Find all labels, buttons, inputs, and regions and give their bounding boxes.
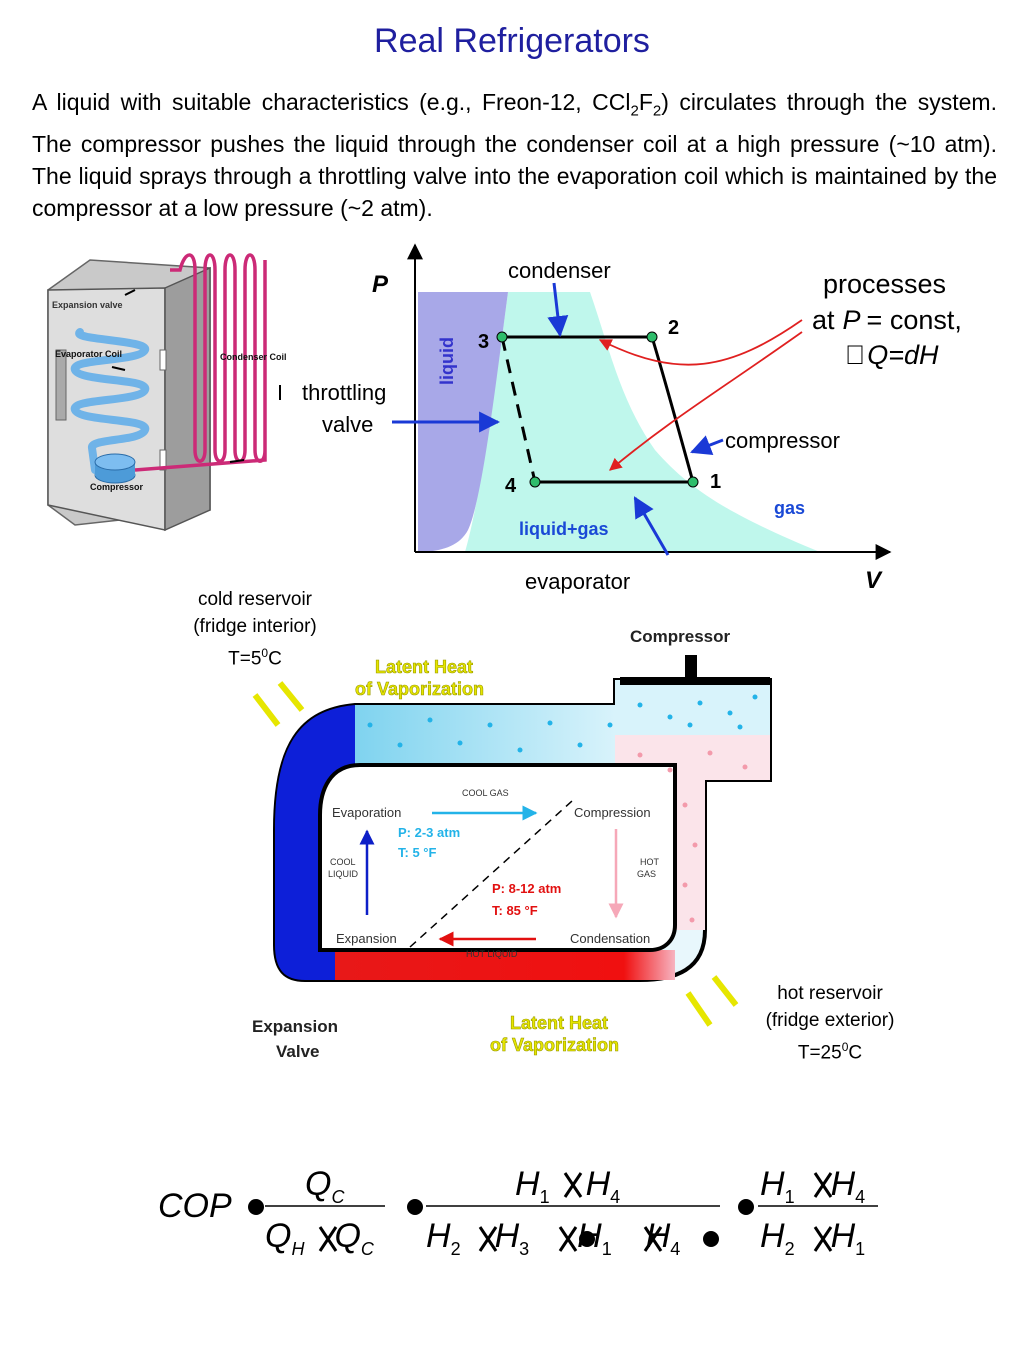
throttling-label-line2: valve (322, 412, 373, 437)
hot-temp-degree: 0 (841, 1040, 849, 1054)
stage-evaporation: Evaporation (332, 805, 401, 820)
hot-reservoir-line2: (fridge exterior) (765, 1010, 895, 1031)
high-pressure-label: P: 8-12 atm (492, 881, 561, 896)
intro-paragraph: A liquid with suitable characteristics (… (32, 86, 997, 224)
latent-heat-bottom-line2: of Vaporization (490, 1035, 619, 1055)
axis-p-label: P (372, 271, 389, 298)
evaporator-label: evaporator (525, 569, 630, 594)
fridge-label-condenser-coil: Condenser Coil (220, 352, 287, 362)
frac2-denominator: H2H3H1H4 (426, 1217, 680, 1259)
processes-p: P (843, 305, 861, 335)
point-4-label: 4 (505, 475, 517, 497)
hot-reservoir-label: hot reservoir (fridge exterior) T=250C (730, 980, 930, 1066)
processes-const: = const, (867, 305, 962, 335)
cycle-point-4 (529, 476, 541, 488)
latent-heat-top-line2: of Vaporization (355, 679, 484, 699)
stage-condensation: Condensation (570, 931, 650, 946)
compressor-label: compressor (725, 428, 840, 453)
region-liquid-label: liquid (437, 337, 457, 385)
cop-symbol: COP (158, 1187, 232, 1225)
cold-reservoir-line3: T=50C (160, 640, 350, 672)
cold-temp-unit: C (268, 648, 282, 670)
page-title: Real Refrigerators (374, 22, 650, 60)
cold-temp-value: T=5 (228, 648, 262, 670)
fridge-label-expansion-valve: Expansion valve (52, 300, 123, 310)
stage-compression: Compression (574, 805, 651, 820)
cool-liquid-line2: LIQUID (328, 869, 359, 879)
processes-label: processes (823, 269, 946, 299)
frac1-numerator: QC (305, 1165, 345, 1207)
processes-line2: at P= const, (812, 305, 962, 335)
high-temp-label: T: 85 °F (492, 903, 538, 918)
hot-reservoir-line3: T=250C (730, 1034, 930, 1066)
cycle-point-3 (496, 331, 508, 343)
processes-q-dh: Q=dH (867, 340, 939, 370)
region-gas-label: gas (774, 498, 805, 518)
compressor-title: Compressor (630, 627, 731, 646)
region-liquid-gas-label: liquid+gas (519, 519, 609, 539)
intro-sub-1: 2 (630, 102, 639, 120)
hot-reservoir-line1: hot reservoir (777, 983, 883, 1004)
cold-reservoir-line2: (fridge interior) (193, 616, 317, 637)
hot-gas-line2: GAS (637, 869, 656, 879)
processes-implies:  (845, 340, 865, 370)
cycle-point-2 (646, 331, 658, 343)
intro-text-1: A liquid with suitable characteristics (… (32, 89, 631, 115)
refrigeration-cycle-diagram: Compressor Latent Heat of Vaporization L… (252, 627, 772, 1061)
axis-v-label: V (865, 567, 883, 594)
intro-text-3: ) circulates through the system. The com… (32, 89, 997, 221)
throttling-label-line1: throttling (302, 380, 386, 405)
low-pressure-label: P: 2-3 atm (398, 825, 460, 840)
cold-temp-degree: 0 (261, 646, 269, 660)
intro-text-2: F (638, 89, 653, 115)
intro-sub-2: 2 (652, 102, 662, 120)
point-3-label: 3 (478, 331, 489, 353)
fridge-label-compressor: Compressor (90, 482, 144, 492)
latent-heat-top-line1: Latent Heat (375, 657, 473, 677)
hot-temp-unit: C (848, 1042, 863, 1064)
expansion-valve-label-line2: Valve (276, 1042, 320, 1061)
stage-expansion: Expansion (336, 931, 397, 946)
condenser-label: condenser (508, 258, 611, 283)
cycle-point-1 (687, 476, 699, 488)
hot-liquid-label: HOT LIQUID (466, 949, 518, 959)
hot-gas-line1: HOT (640, 857, 660, 867)
fridge-illustration: Expansion valve Evaporator Coil Condense… (47, 253, 287, 532)
cool-liquid-line1: COOL (330, 857, 356, 867)
pv-diagram: P V 3 2 1 4 liquid liquid+gas gas conden… (302, 243, 962, 594)
processes-at: at (812, 305, 835, 335)
point-2-label: 2 (668, 317, 679, 339)
cold-reservoir-label: cold reservoir (fridge interior) T=50C (160, 586, 350, 672)
hot-temp-value: T=25 (797, 1042, 842, 1064)
expansion-valve-label-line1: Expansion (252, 1017, 338, 1036)
cool-gas-label: COOL GAS (462, 788, 509, 798)
low-temp-label: T: 5 °F (398, 845, 436, 860)
cold-reservoir-line1: cold reservoir (197, 589, 313, 610)
fridge-label-evaporator-coil: Evaporator Coil (55, 349, 122, 359)
processes-line3: Q=dH (845, 340, 939, 370)
point-1-label: 1 (710, 471, 721, 493)
latent-heat-bottom-line1: Latent Heat (510, 1013, 608, 1033)
